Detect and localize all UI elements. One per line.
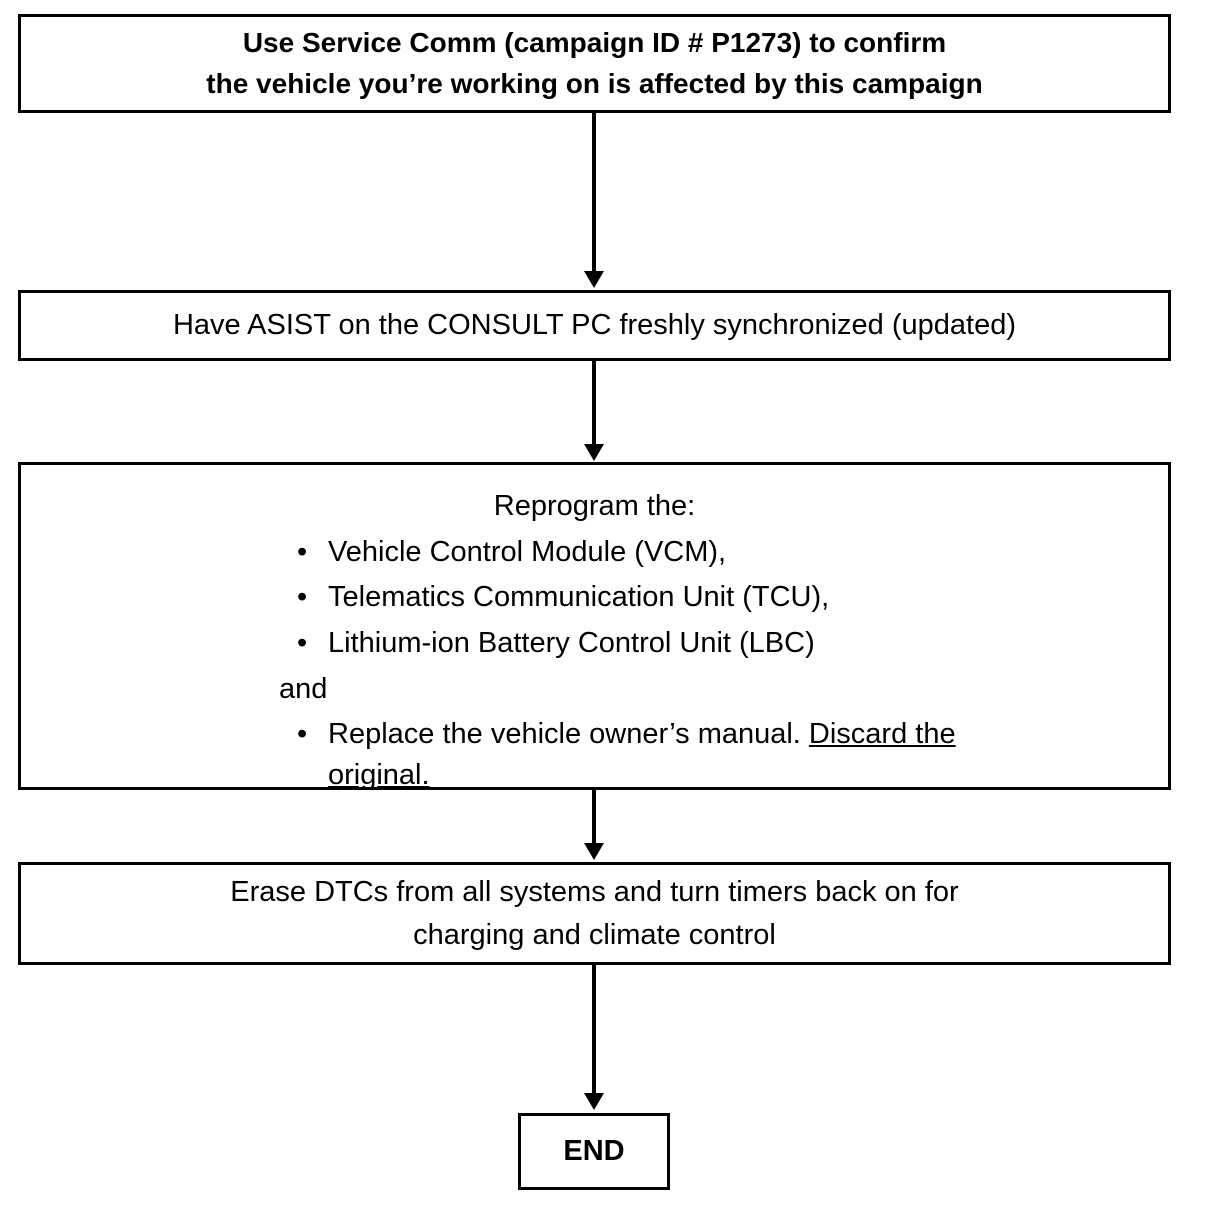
list-item: • Lithium-ion Battery Control Unit (LBC) [21,623,1168,664]
flow-node-reprogram: Reprogram the: • Vehicle Control Module … [18,462,1171,791]
bullet-icon: • [297,581,308,614]
reprogram-conjunction: and [279,672,328,705]
final-bullet-underlined-text: Discard the original. [328,718,956,791]
list-item-label: Lithium-ion Battery Control Unit (LBC) [328,626,815,659]
flow-node-end: END [518,1113,670,1190]
arrow-head-down-icon [584,271,604,288]
flow-node-erase-dtcs-text: Erase DTCs from all systems and turn tim… [21,871,1168,955]
confirm-campaign-line-1: Use Service Comm (campaign ID # P1273) t… [242,26,947,58]
confirm-campaign-line-2: the vehicle you’re working on is affecte… [206,67,983,99]
list-item: • Replace the vehicle owner’s manual. Di… [21,714,1168,795]
erase-dtcs-line-2: charging and climate control [413,918,776,951]
flow-node-confirm-campaign-text: Use Service Comm (campaign ID # P1273) t… [21,23,1168,104]
connector-line [592,965,596,1096]
list-item: • Telematics Communication Unit (TCU), [21,577,1168,618]
reprogram-module-list: • Vehicle Control Module (VCM), • Telema… [21,532,1168,669]
flow-node-end-label: END [563,1135,625,1168]
reprogram-heading: Reprogram the: [493,490,696,522]
erase-dtcs-line-1: Erase DTCs from all systems and turn tim… [230,876,959,909]
flow-node-sync-asist-text: Have ASIST on the CONSULT PC freshly syn… [172,309,1016,342]
arrow-head-down-icon [584,843,604,860]
final-bullet-plain-text: Replace the vehicle owner’s manual. [328,718,809,751]
reprogram-final-list: • Replace the vehicle owner’s manual. Di… [21,714,1168,800]
connector-line [592,361,596,447]
list-item-label: Vehicle Control Module (VCM), [328,535,727,568]
flow-node-sync-asist: Have ASIST on the CONSULT PC freshly syn… [18,290,1171,361]
connector-line [592,113,596,274]
bullet-icon: • [297,626,308,659]
arrow-head-down-icon [584,444,604,461]
bullet-icon: • [297,535,308,568]
list-item: • Vehicle Control Module (VCM), [21,532,1168,573]
connector-line [592,790,596,846]
bullet-icon: • [297,718,308,751]
list-item-label: Telematics Communication Unit (TCU), [328,581,830,614]
arrow-head-down-icon [584,1093,604,1110]
flow-node-erase-dtcs: Erase DTCs from all systems and turn tim… [18,862,1171,965]
flow-node-confirm-campaign: Use Service Comm (campaign ID # P1273) t… [18,14,1171,113]
